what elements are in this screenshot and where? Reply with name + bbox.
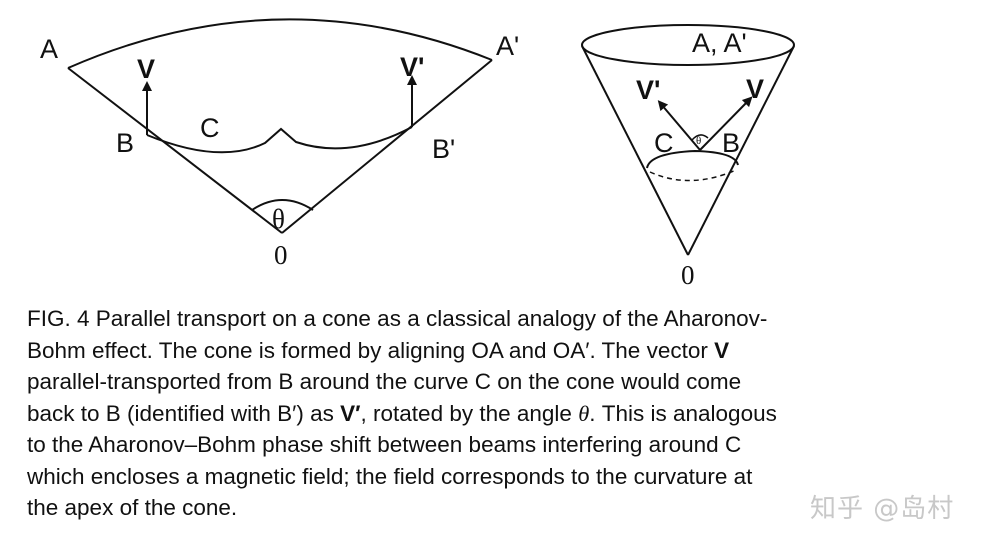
caption-line-7: the apex of the cone. (27, 495, 238, 520)
left-label-C: C (200, 113, 220, 143)
caption-text: , rotated by the angle (360, 400, 579, 426)
cone-rim (581, 24, 795, 66)
left-edge-OA-prime (281, 59, 493, 234)
left-label-V: V (137, 54, 155, 84)
caption-vector-V: V (714, 337, 730, 363)
cone-angle-arc (691, 134, 709, 141)
left-angle-arc (251, 199, 314, 211)
cone-right-edge (687, 45, 795, 256)
caption-line-1: FIG. 4 Parallel transport on a cone as a… (27, 306, 768, 331)
right-label-O: 0 (681, 260, 695, 290)
right-label-C: C (654, 128, 674, 158)
left-label-V-prime: V' (400, 52, 424, 82)
caption-line-6: which encloses a magnetic field; the fie… (27, 463, 753, 489)
left-label-B-prime: B' (432, 134, 455, 164)
cone-curve-C-back (649, 169, 737, 182)
caption-line-5: to the Aharonov–Bohm phase shift between… (27, 432, 742, 457)
caption-line-2: Bohm effect. The cone is formed by align… (27, 335, 917, 367)
caption-theta: θ (578, 400, 590, 426)
caption-text: . This is analogous (589, 400, 777, 426)
left-curve-C (146, 126, 413, 154)
right-cone-diagram (581, 24, 795, 256)
watermark: 知乎 @岛村 (810, 494, 955, 524)
left-label-theta: θ (272, 204, 285, 234)
left-label-O: 0 (274, 240, 288, 270)
cone-left-edge (581, 45, 689, 256)
right-label-A-A-prime: A, A' (692, 28, 747, 58)
right-label-V-prime: V' (636, 75, 660, 105)
right-label-V: V (746, 74, 764, 104)
cone-vector-V (699, 96, 753, 151)
figure-caption: FIG. 4 Parallel transport on a cone as a… (27, 303, 917, 524)
right-label-theta-small: θ (696, 135, 701, 147)
left-label-A: A (40, 34, 58, 64)
caption-line-3: parallel-transported from B around the c… (27, 369, 742, 394)
left-edge-OA (67, 67, 283, 234)
caption-text: back to B (identified with B′) as (27, 400, 341, 426)
caption-line-4: back to B (identified with B′) as V′, ro… (27, 398, 917, 430)
caption-vector-V-prime: V′ (340, 400, 361, 426)
cone-vector-V-prime (657, 100, 701, 151)
caption-text: Bohm effect. The cone is formed by align… (27, 337, 715, 363)
left-sector-diagram (67, 18, 493, 234)
left-sector-arc (67, 18, 493, 69)
figure-diagrams: A A' V V' B B' C θ 0 A, A' V' V C B θ 0 (40, 18, 795, 290)
right-label-B: B (722, 128, 740, 158)
cone-curve-C-front (646, 149, 739, 169)
left-label-B: B (116, 128, 134, 158)
left-label-A-prime: A' (496, 31, 519, 61)
